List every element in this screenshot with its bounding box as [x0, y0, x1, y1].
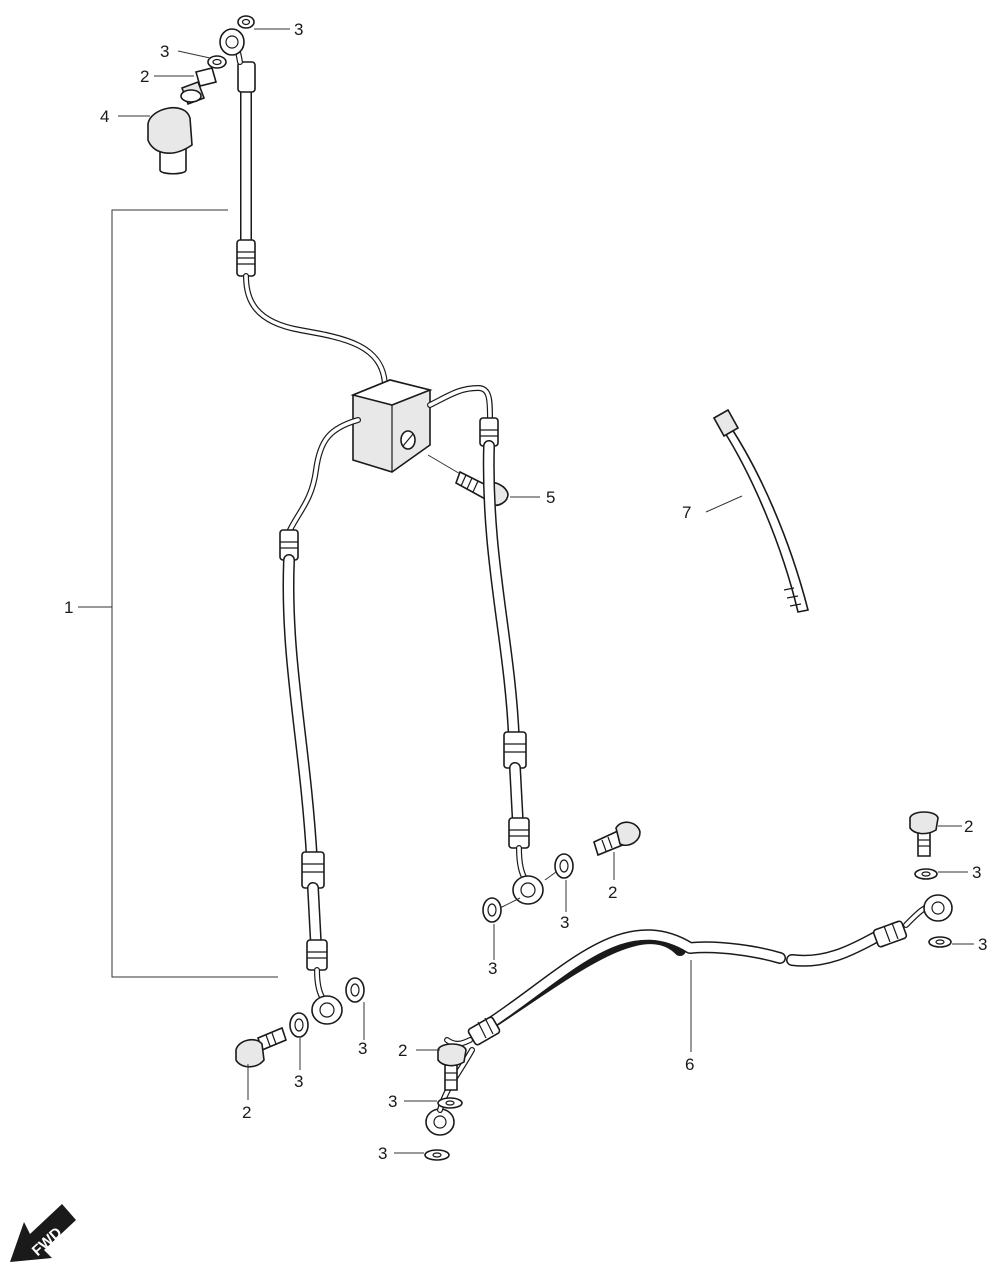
assembly-bracket [78, 209, 278, 978]
callout-3: 3 [378, 1144, 387, 1163]
callout-3: 3 [294, 1072, 303, 1091]
rear-brake-hose [425, 894, 953, 1136]
cable-tie [712, 408, 809, 613]
callout-2: 2 [964, 817, 973, 836]
upper-brake-hose [219, 28, 388, 388]
leader-lines [118, 28, 974, 1154]
callout-3: 3 [358, 1039, 367, 1058]
hose-cap-boot [147, 107, 193, 175]
callout-3: 3 [294, 20, 303, 39]
right-front-brake-hose [427, 385, 544, 905]
callout-6: 6 [685, 1055, 694, 1074]
callout-2: 2 [242, 1103, 251, 1122]
callout-2: 2 [140, 67, 149, 86]
right-caliper-banjo-hardware [482, 821, 641, 923]
callout-2: 2 [398, 1041, 407, 1060]
left-caliper-banjo-hardware [235, 977, 365, 1068]
three-way-joint-block [350, 379, 433, 473]
callout-3: 3 [978, 935, 987, 954]
callout-7: 7 [682, 503, 691, 522]
callout-2: 2 [608, 883, 617, 902]
callout-3: 3 [488, 959, 497, 978]
callout-3: 3 [560, 913, 569, 932]
callout-labels: 1 2 2 2 2 2 3 3 3 3 3 3 3 3 3 3 4 5 6 7 [64, 20, 987, 1163]
forward-direction-arrow: FWD [10, 1204, 76, 1262]
left-front-brake-hose [279, 417, 361, 1025]
callout-3: 3 [972, 863, 981, 882]
callout-3: 3 [388, 1092, 397, 1111]
joint-mounting-bolt [427, 454, 509, 507]
callout-4: 4 [100, 107, 109, 126]
callout-3: 3 [160, 42, 169, 61]
callout-5: 5 [546, 488, 555, 507]
rear-banjo-hardware [424, 811, 952, 1161]
upper-banjo-hardware [180, 15, 255, 106]
callout-1: 1 [64, 598, 73, 617]
